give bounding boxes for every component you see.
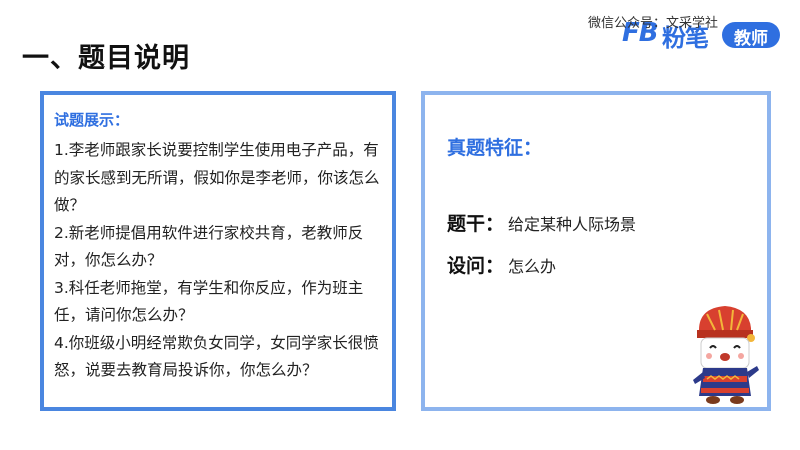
feature-value-question: 怎么办	[508, 257, 557, 276]
brand-tag: 教师	[734, 29, 768, 49]
brand-tag-pill: 教师	[722, 22, 780, 49]
feature-label-question: 设问：	[447, 255, 505, 277]
feature-label-stem: 题干：	[447, 213, 505, 235]
feature-row-stem: 题干：给定某种人际场景	[447, 209, 636, 236]
watermark-text: 微信公众号：文采学社	[588, 16, 719, 31]
brand-name: 粉笔	[662, 24, 709, 52]
features-heading: 真题特征：	[447, 137, 543, 159]
questions-heading: 试题展示：	[54, 111, 130, 129]
brand-mark: FB	[622, 18, 659, 48]
chalk-mascot-icon	[693, 306, 759, 404]
question-item-3: 3.科任老师拖堂，有学生和你反应，作为班主任，请问你怎么办？	[54, 278, 364, 325]
feature-row-question: 设问：怎么办	[447, 251, 556, 278]
page-title: 一、题目说明	[22, 43, 190, 74]
questions-panel: 试题展示： 1.李老师跟家长说要控制学生使用电子产品，有的家长感到无所谓，假如你…	[40, 91, 396, 411]
brand-logo: FB 粉笔 教师	[622, 16, 782, 52]
feature-value-stem: 给定某种人际场景	[508, 215, 637, 234]
question-item-4: 4.你班级小明经常欺负女同学，女同学家长很愤怒，说要去教育局投诉你，你怎么办？	[54, 333, 379, 380]
questions-list: 1.李老师跟家长说要控制学生使用电子产品，有的家长感到无所谓，假如你是李老师，你…	[54, 137, 386, 385]
question-item-1: 1.李老师跟家长说要控制学生使用电子产品，有的家长感到无所谓，假如你是李老师，你…	[54, 141, 380, 214]
question-item-2: 2.新老师提倡用软件进行家校共育，老教师反对，你怎么办？	[54, 223, 364, 270]
